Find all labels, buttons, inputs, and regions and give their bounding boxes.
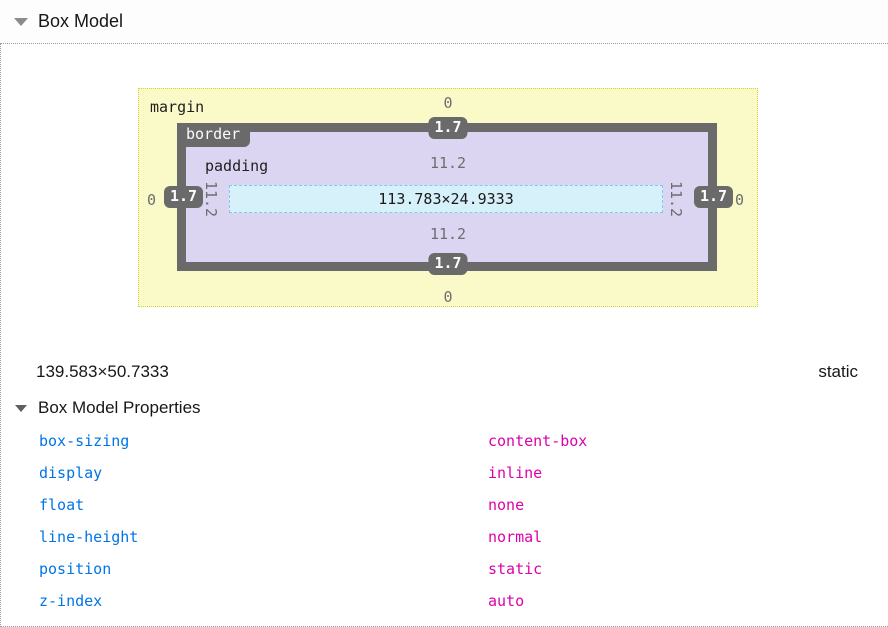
border-label: border [177, 123, 251, 147]
collapse-triangle-icon[interactable] [14, 17, 28, 26]
element-size-value: 139.583×50.7333 [36, 362, 169, 381]
property-value: auto [488, 592, 525, 610]
collapse-triangle-icon[interactable] [15, 404, 27, 412]
property-row: line-height normal [1, 521, 888, 553]
property-name: line-height [39, 528, 139, 546]
property-value: normal [488, 528, 543, 546]
padding-label: padding [205, 157, 269, 175]
properties-section-title: Box Model Properties [38, 398, 201, 417]
property-name: position [39, 560, 112, 578]
margin-right-value[interactable]: 0 [735, 191, 745, 209]
padding-top-value[interactable]: 11.2 [429, 154, 467, 172]
property-row: position static [1, 553, 888, 585]
properties-list: box-sizing content-box display inline fl… [1, 425, 888, 617]
box-model-panel: 113.783×24.9333 margin border padding 0 … [0, 43, 888, 627]
border-bottom-value[interactable]: 1.7 [428, 253, 468, 275]
margin-bottom-value[interactable]: 0 [443, 288, 453, 306]
property-value: none [488, 496, 525, 514]
property-row: float none [1, 489, 888, 521]
border-right-value[interactable]: 1.7 [694, 186, 734, 208]
property-row: display inline [1, 457, 888, 489]
border-top-value[interactable]: 1.7 [428, 117, 468, 139]
content-region[interactable]: 113.783×24.9333 [229, 185, 663, 213]
element-position-value: static [818, 362, 858, 381]
content-size-value: 113.783×24.9333 [378, 190, 514, 208]
property-row: z-index auto [1, 585, 888, 617]
property-name: display [39, 464, 103, 482]
padding-bottom-value[interactable]: 11.2 [429, 225, 467, 243]
padding-left-value[interactable]: 11.2 [202, 180, 220, 218]
box-model-header: Box Model [0, 0, 888, 43]
property-value: static [488, 560, 543, 578]
margin-top-value[interactable]: 0 [443, 94, 453, 112]
margin-left-value[interactable]: 0 [147, 191, 157, 209]
border-left-value[interactable]: 1.7 [164, 186, 204, 208]
property-name: float [39, 496, 85, 514]
element-summary-row: 139.583×50.7333 static [1, 362, 888, 382]
property-name: box-sizing [39, 432, 130, 450]
padding-right-value[interactable]: 11.2 [667, 180, 685, 218]
box-model-properties-header: Box Model Properties [1, 398, 888, 418]
property-name: z-index [39, 592, 103, 610]
panel-title: Box Model [38, 11, 124, 31]
box-model-diagram: 113.783×24.9333 margin border padding 0 … [138, 88, 758, 307]
property-row: box-sizing content-box [1, 425, 888, 457]
property-value: content-box [488, 432, 588, 450]
property-value: inline [488, 464, 543, 482]
margin-label: margin [150, 98, 205, 116]
